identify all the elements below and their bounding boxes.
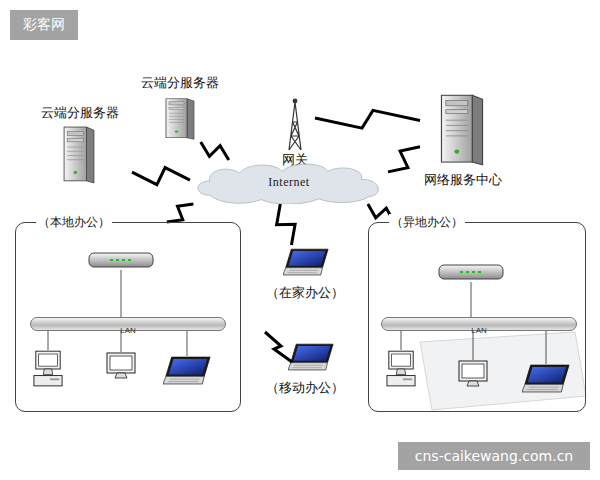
- lightning-link: [277, 204, 295, 245]
- service-center-node: 网络服务中心: [420, 92, 506, 188]
- pc-icon: [387, 351, 415, 386]
- node-label: Internet: [268, 175, 309, 190]
- laptop-icon: [283, 249, 328, 275]
- lan-band: LAN: [30, 317, 226, 331]
- laptop-icon: [288, 344, 333, 370]
- server-icon: [441, 95, 482, 164]
- watermark: cns-caikewang.com.cn: [398, 442, 590, 470]
- laptop-node: （移动办公）: [262, 340, 347, 396]
- monitor-icon: [459, 361, 487, 386]
- lightning-link: [315, 110, 420, 128]
- server-icon: [166, 99, 194, 139]
- laptop-icon: [522, 365, 569, 392]
- server-icon: [64, 127, 94, 183]
- wireless-bolt: [265, 332, 292, 362]
- node-label: （异地办公）: [389, 214, 465, 230]
- node-label: （本地办公）: [36, 214, 112, 230]
- lightning-link: [388, 147, 420, 172]
- pc-icon: [34, 351, 62, 386]
- desk-shadow: [420, 332, 586, 410]
- internet-cloud: Internet: [190, 160, 388, 204]
- server-node: 云端分服务器: [28, 105, 132, 187]
- antenna-icon: [289, 99, 301, 150]
- node-label: LAN: [120, 326, 136, 335]
- lan-band: LAN: [381, 317, 577, 331]
- lightning-link: [132, 168, 190, 185]
- watermark: 彩客网: [10, 10, 78, 40]
- node-label: 云端分服务器: [41, 105, 119, 121]
- lightning-link: [167, 204, 194, 222]
- node-label: LAN: [471, 326, 487, 335]
- server-node: 云端分服务器: [130, 75, 230, 142]
- node-label: （在家办公）: [266, 285, 344, 301]
- laptop-node: （在家办公）: [262, 245, 347, 301]
- laptop-icon: [163, 357, 210, 384]
- router-icon: [439, 265, 503, 279]
- office-group: （本地办公）LAN: [15, 222, 241, 412]
- node-label: 云端分服务器: [141, 75, 219, 91]
- monitor-icon: [107, 353, 135, 378]
- gateway-node: 网关: [275, 96, 315, 168]
- node-label: 网络服务中心: [424, 172, 502, 188]
- lightning-link: [201, 142, 229, 160]
- node-label: （移动办公）: [266, 380, 344, 396]
- lan-wire: [48, 270, 187, 356]
- router-icon: [89, 253, 153, 267]
- office-group: （异地办公）LAN: [368, 222, 586, 412]
